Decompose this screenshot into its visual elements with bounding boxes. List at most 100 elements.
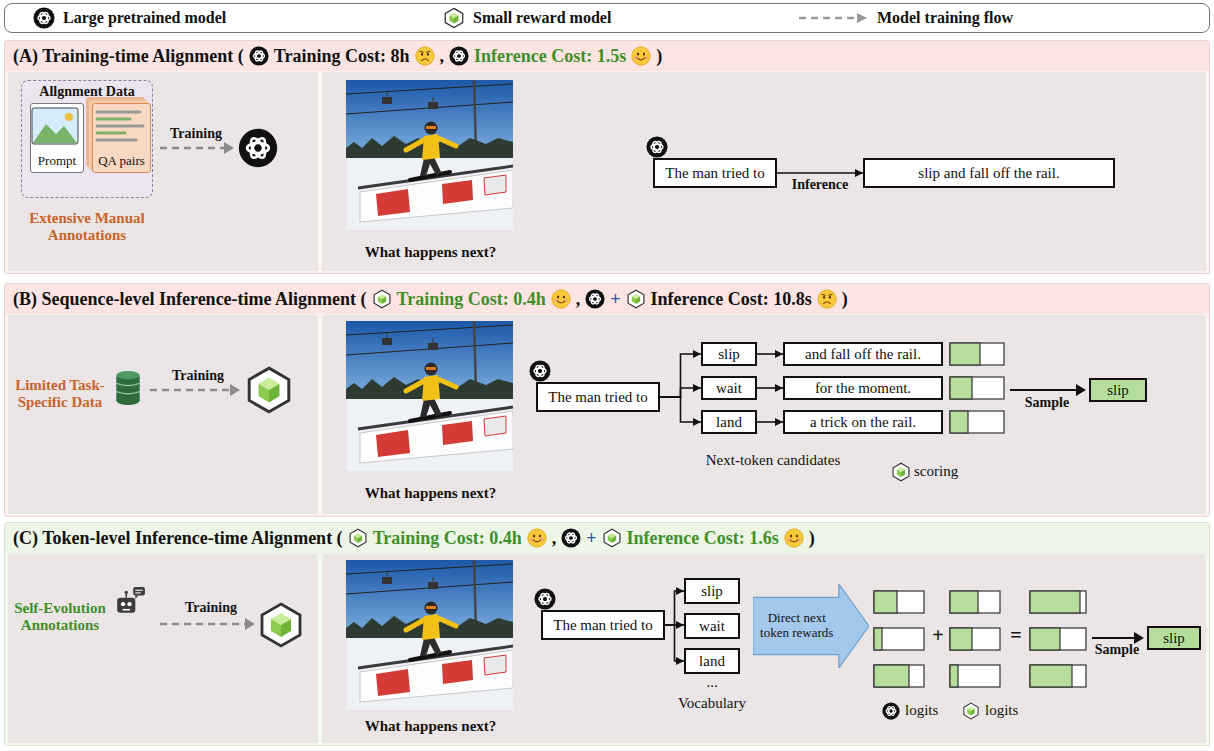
connector — [757, 421, 783, 423]
sample-arrow — [1010, 384, 1086, 396]
text-slot: scoring — [914, 463, 984, 480]
scene-image — [346, 560, 513, 710]
panel-heading: , — [440, 46, 445, 67]
text-slot: Inference — [792, 177, 849, 193]
text-slot: logits — [985, 702, 1035, 719]
reward-model-icon — [964, 703, 978, 719]
arrow-label: Sample — [1086, 642, 1148, 658]
approach-panel: (C) Token-level Inference-time Alignment… — [4, 522, 1210, 746]
panel-heading: (A) Training-time Alignment ( — [13, 46, 244, 67]
text-slot: Training — [179, 600, 243, 616]
reward-model-icon — [893, 463, 909, 481]
data-panel: Limited Task-Specific Data Training — [8, 315, 318, 514]
text-slot: What happens next? — [347, 244, 514, 261]
ellipsis: ... — [684, 674, 740, 691]
panel-heading: ) — [809, 528, 815, 549]
text-slot: Next-token candidates — [688, 452, 858, 469]
continuation-box: and fall off the rail. — [783, 342, 943, 366]
data-panel: Extensive Manual AnnotationsTrainingAllg… — [8, 72, 318, 271]
gpt-icon — [449, 46, 469, 66]
edge-label: Inference — [792, 177, 849, 193]
dataset-box: Allgnment DataPromptQA pairs — [21, 80, 153, 198]
reward-model-icon — [249, 368, 289, 412]
gpt-icon — [585, 289, 605, 309]
score-bars — [950, 343, 1004, 433]
cube-icon — [602, 528, 622, 548]
data-source: Limited Task-Specific Data — [10, 377, 110, 412]
robot-icon — [117, 587, 145, 613]
box-label: land — [699, 653, 725, 670]
example-panel: What happens next?Next-token candidatess… — [322, 315, 1206, 514]
box-label: slip — [1163, 630, 1185, 647]
token-box: land — [701, 410, 757, 434]
reward-arrow: Direct next token rewards — [753, 584, 869, 668]
happy-icon — [631, 46, 651, 66]
scene-image — [346, 321, 513, 471]
panel-heading: + — [610, 289, 620, 310]
connector — [665, 625, 684, 661]
box-label: wait — [699, 618, 725, 635]
text-slot: Limited Task-Specific Data — [10, 377, 110, 412]
caption-label: Vocabulary — [662, 695, 762, 712]
text-slot: Sample — [1012, 395, 1082, 411]
arrow-label: Sample — [1012, 395, 1082, 411]
panel-heading: Training Cost: 8h — [274, 46, 410, 67]
token-box: wait — [701, 376, 757, 400]
token-box: wait — [684, 613, 740, 639]
token-box: slip — [684, 578, 740, 604]
caption-label: Next-token candidates — [688, 452, 858, 469]
training-arrow — [150, 142, 255, 630]
data-source: Self-Evolution Annotations — [8, 600, 112, 635]
database-icon — [116, 371, 139, 405]
reward-model-icon — [262, 604, 300, 646]
legend-item: Model training flow — [797, 4, 1013, 32]
panel-header: (A) Training-time Alignment ( Training Co… — [5, 41, 1209, 71]
box-label: QA pairs — [98, 153, 145, 169]
caption-label: scoring — [914, 463, 984, 480]
text-slot: logits — [905, 702, 955, 719]
cube-icon — [626, 289, 646, 309]
panel-heading: , — [552, 528, 557, 549]
box-label: a trick on the rail. — [810, 414, 916, 431]
continuation-box: a trick on the rail. — [783, 410, 943, 434]
token-box: slip — [701, 342, 757, 366]
panel-heading: Inference Cost: 10.8s — [651, 289, 812, 310]
connector — [777, 172, 863, 174]
panel-heading: + — [586, 528, 596, 549]
panel-heading: Inference Cost: 1.5s — [474, 46, 626, 67]
scene-image — [346, 80, 513, 230]
dashed-arrow-sample — [797, 11, 869, 25]
text-slot: Sample — [1086, 642, 1148, 658]
logit-bars — [874, 591, 1086, 687]
qa-lines — [97, 112, 143, 140]
sampled-token: slip — [1089, 378, 1147, 402]
box-label: and fall off the rail. — [805, 346, 921, 363]
prefix-box: The man tried to — [536, 382, 660, 412]
prompt-card: Prompt — [30, 103, 84, 173]
panel-heading: , — [576, 289, 581, 310]
sad-icon — [817, 289, 837, 309]
panel-heading: ) — [842, 289, 848, 310]
output-box: slip and fall off the rail. — [863, 158, 1115, 188]
panel-heading: Training Cost: 0.4h — [397, 289, 546, 310]
text-slot: Training — [166, 368, 230, 384]
pretrained-model-icon — [646, 136, 667, 157]
pretrained-model-icon — [239, 129, 277, 167]
box-label: slip and fall off the rail. — [918, 165, 1059, 182]
connector — [660, 388, 701, 397]
example-panel: What happens next? The man tried to slip a… — [322, 72, 1206, 271]
panel-heading: Training Cost: 0.4h — [373, 528, 522, 549]
connector — [660, 354, 701, 397]
arrow-label: Training — [179, 600, 243, 616]
prefix-box: The man tried to — [653, 158, 777, 188]
happy-icon — [551, 289, 571, 309]
panel-header: (B) Sequence-level Inference-time Alignm… — [5, 284, 1209, 314]
panel-header: (C) Token-level Inference-time Alignment… — [5, 523, 1209, 553]
text-slot: Direct next token rewards — [755, 597, 839, 654]
gpt-icon — [561, 528, 581, 548]
connector — [665, 591, 684, 625]
arrow-text: Direct next token rewards — [755, 611, 839, 641]
legend-text: Model training flow — [877, 9, 1013, 27]
box-label: for the moment. — [815, 380, 911, 397]
question: What happens next? — [347, 244, 514, 261]
